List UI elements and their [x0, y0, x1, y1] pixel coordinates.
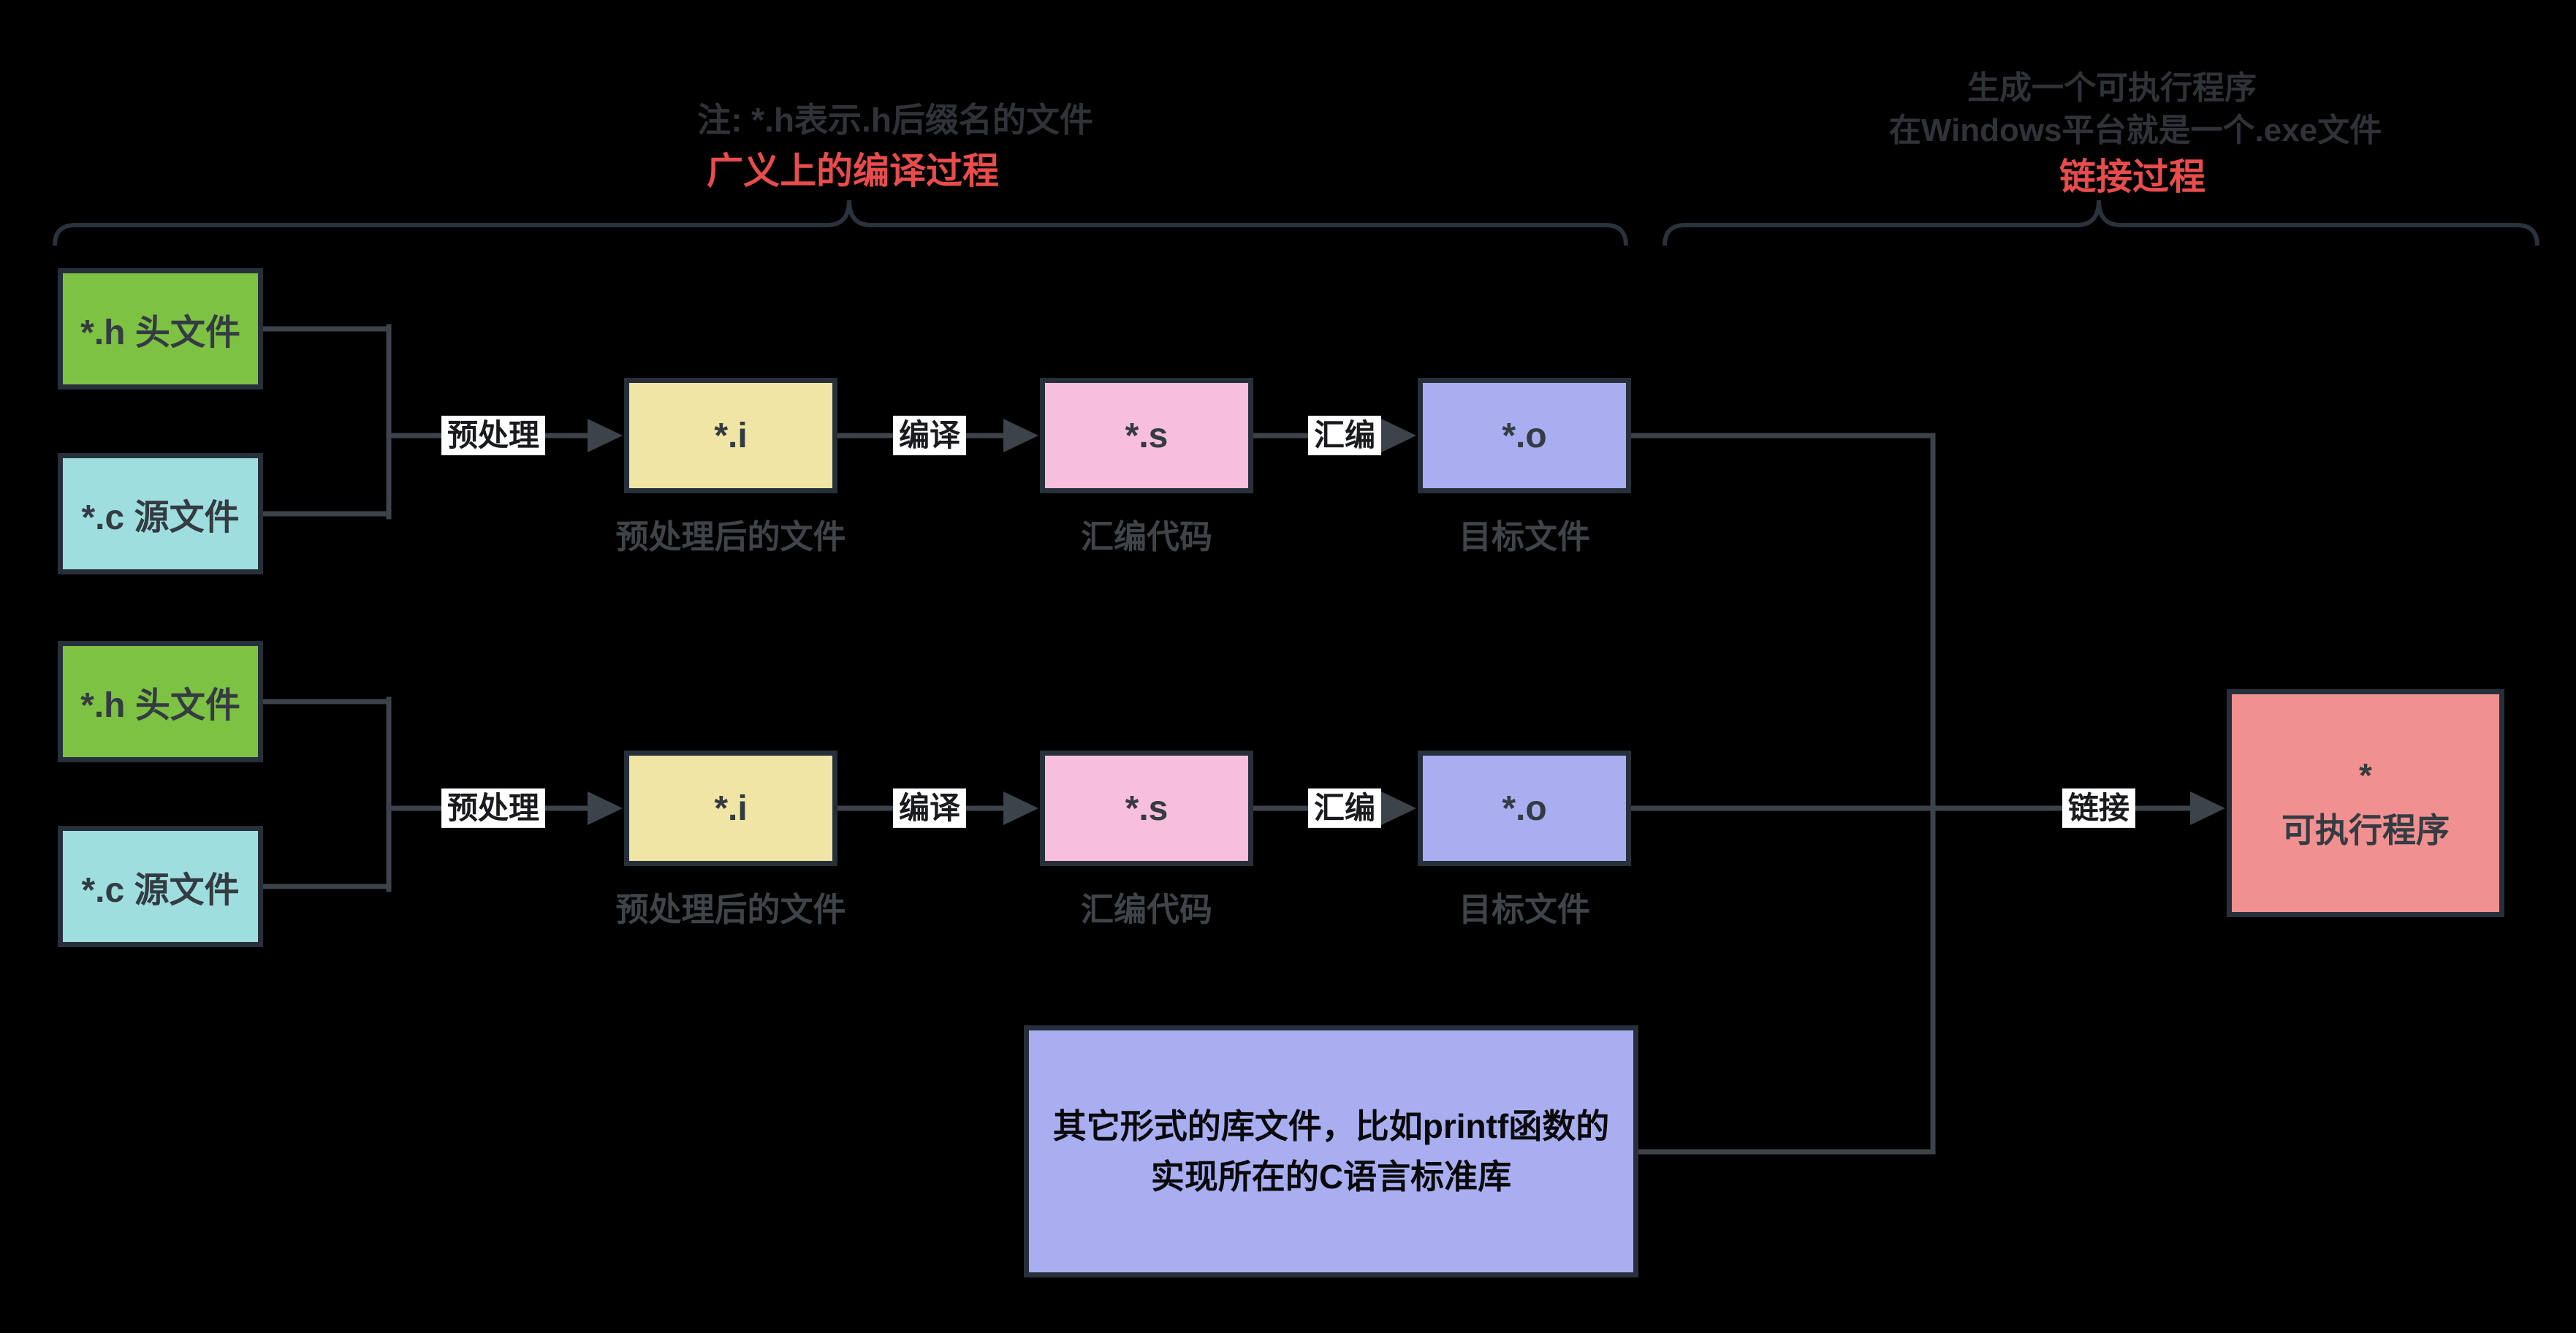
- compile-note: 注: *.h表示.h后缀名的文件: [697, 101, 1093, 139]
- tail-line-object-1: [1628, 433, 1936, 1155]
- assembly-code-box-2: *.s: [1040, 751, 1253, 866]
- compile-process-title: 广义上的编译过程: [707, 151, 999, 191]
- compile-chip-2: 编译: [892, 788, 967, 829]
- link-process-title: 链接过程: [2059, 156, 2205, 197]
- assemble-chip-1: 汇编: [1307, 415, 1382, 456]
- assembly-code-box-1: *.s: [1040, 378, 1253, 493]
- preprocessed-caption-1: 预处理后的文件: [615, 518, 846, 555]
- arrowhead-compile-2: [1003, 791, 1038, 825]
- object-caption-1: 目标文件: [1458, 518, 1591, 555]
- preprocessed-file-box-2: *.i: [624, 751, 837, 866]
- link-chip: 链接: [2062, 788, 2136, 829]
- executable-symbol: *: [2359, 756, 2372, 795]
- header-file-box-1: *.h 头文件: [58, 268, 263, 390]
- link-note-line2: 在Windows平台就是一个.exe文件: [1888, 113, 2382, 148]
- link-note-line1: 生成一个可执行程序: [1967, 70, 2257, 106]
- assembly-caption-2: 汇编代码: [1080, 891, 1213, 928]
- assemble-chip-2: 汇编: [1307, 788, 1382, 829]
- assembly-caption-1: 汇编代码: [1080, 518, 1213, 555]
- preprocessed-file-box-1: *.i: [624, 378, 837, 493]
- preprocess-chip-2: 预处理: [441, 788, 546, 829]
- preprocess-chip-1: 预处理: [441, 415, 546, 456]
- source-file-box-1: *.c 源文件: [58, 453, 263, 574]
- compile-chip-1: 编译: [892, 415, 967, 456]
- executable-name: 可执行程序: [2281, 811, 2450, 849]
- arrowhead-assemble-2: [1381, 791, 1416, 825]
- arrowhead-preprocess-1: [588, 419, 623, 452]
- preprocessed-caption-2: 预处理后的文件: [615, 891, 846, 928]
- object-file-box-2: *.o: [1418, 751, 1631, 866]
- braces: [53, 200, 2539, 246]
- source-file-box-2: *.c 源文件: [58, 826, 263, 947]
- executable-box: * 可执行程序: [2227, 689, 2504, 917]
- brace-link-process: [1663, 200, 2539, 246]
- arrowhead-compile-1: [1003, 419, 1038, 452]
- object-file-box-1: *.o: [1418, 378, 1631, 493]
- library-box: 其它形式的库文件，比如printf函数的 实现所在的C语言标准库: [1024, 1025, 1638, 1277]
- arrowheads: [588, 419, 2225, 825]
- library-box-line2: 实现所在的C语言标准库: [1150, 1157, 1512, 1196]
- brace-compile-process: [53, 200, 1628, 246]
- header-file-box-2: *.h 头文件: [58, 641, 263, 762]
- arrowhead-link: [2190, 791, 2225, 825]
- object-caption-2: 目标文件: [1458, 891, 1591, 928]
- library-box-line1: 其它形式的库文件，比如printf函数的: [1052, 1106, 1610, 1145]
- arrowhead-assemble-1: [1381, 419, 1416, 452]
- arrowhead-preprocess-2: [588, 791, 623, 825]
